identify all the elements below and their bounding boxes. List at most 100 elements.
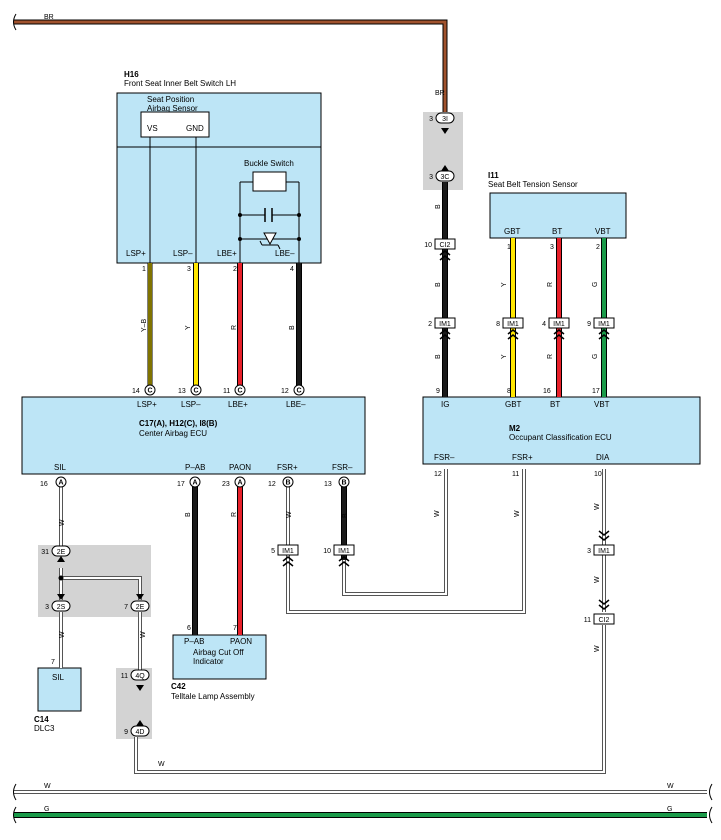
svg-text:B: B	[285, 480, 290, 487]
h16-pin-name-2: LBE+	[217, 249, 237, 258]
m2-top-pin-num-16: 16	[543, 388, 551, 395]
c17-top-pin-12: C	[293, 384, 305, 396]
c14-dlc3	[37, 667, 82, 712]
c17-name: Center Airbag ECU	[139, 429, 207, 438]
c17-bottom-pin-16: A	[55, 476, 67, 488]
wire-color-r-paon: R	[231, 512, 238, 517]
c17-top-pin-14: C	[144, 384, 156, 396]
h16-pin-num-4: 4	[290, 266, 294, 273]
c17-top-pin-name-lbep: LBE+	[228, 400, 248, 409]
h16-pin-name-3: LSP–	[173, 249, 193, 258]
i11-pin-name-bt: BT	[552, 227, 562, 236]
c17-top-pin-num-14: 14	[132, 388, 140, 395]
svg-text:9: 9	[587, 321, 591, 328]
m2-top-pin-name-bt: BT	[550, 400, 560, 409]
m2-bottom-pin-num-10: 10	[594, 471, 602, 478]
c17-bottom-pin-num-16: 16	[40, 481, 48, 488]
wire-color-br-top: BR	[44, 14, 54, 21]
svg-text:B: B	[341, 480, 346, 487]
junction-2s: 2S3	[45, 600, 71, 612]
c17-bottom-pin-num-13: 13	[324, 481, 332, 488]
svg-text:7: 7	[124, 604, 128, 611]
svg-text:3: 3	[587, 548, 591, 555]
junction-3i: 3I3	[429, 112, 455, 124]
wire-color-r-bt-2: R	[547, 354, 554, 359]
wire-color-w-sil: W	[59, 519, 66, 526]
c17-top-pin-name-lbem: LBE–	[286, 400, 306, 409]
c17-top-pin-name-lspm: LSP–	[181, 400, 201, 409]
svg-text:C: C	[147, 388, 152, 395]
h16-code: H16	[124, 70, 139, 79]
wire-w-fsrm-loop	[342, 469, 448, 596]
h16-name: Front Seat Inner Belt Switch LH	[124, 79, 236, 88]
wire-color-w-m2fsrm: W	[434, 510, 441, 517]
i11-pin-name-gbt: GBT	[504, 227, 521, 236]
svg-text:C: C	[296, 388, 301, 395]
i11-pin-num-1: 1	[507, 244, 511, 251]
c42-name: Telltale Lamp Assembly	[171, 692, 255, 701]
chevrons-ci2-top	[439, 250, 451, 261]
svg-text:3C: 3C	[441, 174, 450, 181]
c17-code: C17(A), H12(C), I8(B)	[139, 419, 218, 428]
c14-code: C14	[34, 715, 49, 724]
c14-pin-num: 7	[51, 659, 55, 666]
i11-code: I11	[488, 171, 499, 180]
h16-gnd-label: GND	[186, 124, 204, 133]
c17-top-pin-11: C	[234, 384, 246, 396]
seat-position-sensor-box	[140, 111, 210, 138]
svg-text:10: 10	[424, 242, 432, 249]
wire-color-b-fsrm: B	[342, 513, 349, 518]
wire-color-r-lbe: R	[231, 325, 238, 330]
m2-bottom-pin-name-dia: DIA	[596, 453, 610, 462]
wire-color-b-lbm: B	[289, 325, 296, 330]
c42-code: C42	[171, 682, 186, 691]
c14-name: DLC3	[34, 724, 55, 733]
bus-g-label-left: G	[44, 806, 49, 813]
svg-text:5: 5	[271, 548, 275, 555]
break-br-left	[13, 13, 17, 31]
chevrons-im1-bt	[553, 329, 565, 340]
c17-bottom-pin-name-pab: P–AB	[185, 463, 205, 472]
svg-text:2S: 2S	[57, 604, 66, 611]
svg-text:A: A	[58, 480, 63, 487]
svg-text:CI2: CI2	[599, 617, 610, 624]
wire-w-4d-bottom	[134, 625, 606, 774]
arrow-2s	[57, 594, 65, 600]
svg-text:3: 3	[429, 174, 433, 181]
wire-color-r-bt-1: R	[547, 282, 554, 287]
svg-text:IM1: IM1	[598, 321, 610, 328]
chevrons-im1-ig	[439, 329, 451, 340]
svg-text:IM1: IM1	[598, 548, 610, 555]
wire-color-w-2s: W	[59, 631, 66, 638]
i11-pin-name-vbt: VBT	[595, 227, 611, 236]
wire-color-w-m2fsrp: W	[514, 510, 521, 517]
c17-bottom-pin-name-sil: SIL	[54, 463, 67, 472]
svg-text:2E: 2E	[136, 604, 145, 611]
svg-text:IM1: IM1	[553, 321, 565, 328]
m2-code: M2	[509, 424, 521, 433]
wire-color-w-2e: W	[140, 631, 147, 638]
m2-bottom-pin-num-11: 11	[512, 471, 519, 478]
m2-top-pin-name-vbt: VBT	[594, 400, 610, 409]
svg-text:4: 4	[542, 321, 546, 328]
wire-color-y-lsm: Y	[185, 325, 192, 330]
svg-text:IM1: IM1	[338, 548, 350, 555]
connector-im1-dia: IM1 3	[587, 544, 615, 556]
m2-top-pin-name-gbt: GBT	[505, 400, 522, 409]
svg-text:C: C	[193, 388, 198, 395]
svg-text:IM1: IM1	[507, 321, 519, 328]
svg-text:4Q: 4Q	[135, 673, 145, 680]
junction-dot-2e	[58, 575, 64, 581]
arrow-3i-down	[441, 128, 449, 134]
svg-text:9: 9	[124, 729, 128, 736]
c17-center-airbag-ecu	[21, 396, 366, 475]
c42-telltale-lamp	[172, 634, 267, 680]
c42-pin-num-6: 6	[187, 625, 191, 632]
svg-text:IM1: IM1	[439, 321, 451, 328]
wire-color-w-dia-3: W	[594, 645, 601, 652]
chevrons-im1-vbt	[598, 329, 610, 340]
c14-pin-name: SIL	[52, 673, 65, 682]
wire-color-b-pab: B	[185, 512, 192, 517]
